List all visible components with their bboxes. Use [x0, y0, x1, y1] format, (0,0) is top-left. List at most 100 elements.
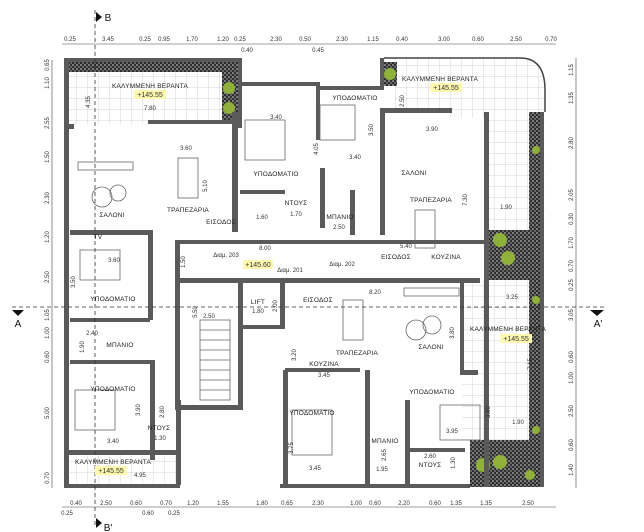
dimension-label: 1.70	[569, 237, 575, 249]
room-dim: 3.40	[107, 439, 119, 445]
room-dim: 3.90	[136, 404, 142, 416]
dimension-label: 0.60	[142, 511, 154, 517]
elevation-tag: +145.55	[433, 85, 459, 92]
dimension-label: 2.50	[100, 501, 112, 507]
room-dim: 3.20	[292, 349, 298, 361]
dimension-label: 1.35	[480, 501, 492, 507]
room-dim: 3.80	[450, 327, 456, 339]
elevation-tag: +145.55	[137, 92, 163, 99]
planting-beds	[68, 62, 543, 487]
room-dim: 1.80	[252, 309, 264, 315]
lift-label: LIFT	[251, 299, 265, 306]
room-label: ΕΙΣΟΔΟΣ	[303, 297, 333, 304]
room-dim: 1.70	[290, 212, 302, 218]
dimension-label: 0.60	[569, 439, 575, 451]
dimension-label: 1.20	[217, 37, 229, 43]
dimension-label: 1.20	[187, 501, 199, 507]
room-dim: 8.00	[259, 246, 271, 252]
room-label: ΣΑΛΟΝΙ	[418, 344, 443, 351]
dimension-lines	[51, 43, 577, 508]
dimension-label: 1.35	[450, 501, 462, 507]
room-label: ΥΠΟΔΟΜΑΤΙΟ	[289, 410, 334, 417]
room-dim: 8.20	[369, 290, 381, 296]
veranda-floors	[68, 58, 545, 483]
room-label: ΣΑΛΟΝΙ	[99, 212, 124, 219]
dimension-label: 0.25	[569, 279, 575, 291]
dimension-label: 1.00	[45, 327, 51, 339]
room-dim: 7.30	[463, 194, 469, 206]
room-dim: 2.65	[382, 449, 388, 461]
dimension-label: 1.35	[569, 92, 575, 104]
dimension-label: 0.25	[139, 37, 151, 43]
room-dim: 3.45	[318, 373, 330, 379]
dimension-label: 1.55	[217, 501, 229, 507]
dimension-label: 0.95	[158, 37, 170, 43]
dimension-label: 0.60	[569, 351, 575, 363]
room-label: ΝΤΟΥΣ	[419, 462, 442, 469]
room-label: ΥΠΟΔΟΜΑΤΙΟ	[253, 171, 298, 178]
dimension-label: 1.40	[569, 464, 575, 476]
room-dim: 3.40	[349, 155, 361, 161]
dimension-label: 0.25	[168, 511, 180, 517]
room-dim: 1.50	[181, 256, 187, 268]
dimension-label: 2.30	[45, 192, 51, 204]
dimension-label: 0.50	[299, 37, 311, 43]
elevation-tag: +145.55	[503, 336, 529, 343]
dimension-label: 1.05	[45, 309, 51, 321]
room-label: ΤΡΑΠΕΖΑΡΙΑ	[167, 207, 209, 214]
elevation-tag: +145.60	[245, 262, 271, 269]
dimension-label: 0.60	[429, 501, 441, 507]
room-label: ΥΠΟΔΟΜΑΤΙΟ	[409, 389, 454, 396]
room-label: ΥΠΟΔΟΜΑΤΙΟ	[90, 386, 135, 393]
dimension-label: 5.00	[45, 407, 51, 419]
room-dim: 3.90	[426, 127, 438, 133]
dimension-label: 0.65	[281, 501, 293, 507]
room-dim: 1.90	[500, 205, 512, 211]
dimension-label: 1.10	[45, 77, 51, 89]
room-dim: 5.10	[203, 180, 209, 192]
tv-label: TV	[94, 234, 103, 241]
dimension-label: 3.45	[102, 37, 114, 43]
room-dim: 3.95	[446, 429, 458, 435]
room-label: ΚΑΛΥΜΜΕΝΗ ΒΕΡΑΝΤΑ	[470, 326, 546, 333]
room-dim: 2.60	[424, 454, 436, 460]
dimension-label: 0.30	[569, 213, 575, 225]
dimension-label: 0.70	[545, 37, 557, 43]
section-arrow-icon	[96, 518, 102, 528]
dimension-label: 0.60	[45, 351, 51, 363]
room-dim: 1.60	[256, 215, 268, 221]
room-dim: 5.40	[400, 244, 412, 250]
dimension-label: 0.60	[130, 501, 142, 507]
dimension-label: 2.30	[312, 501, 324, 507]
room-dim: 4.95	[134, 473, 146, 479]
dimension-label: 0.65	[45, 59, 51, 71]
dimension-label: 1.15	[367, 37, 379, 43]
dimension-labels: 0.25 3.45 0.25 0.95 1.70 1.20 0.25 2.30 0.50 2.30…	[45, 37, 575, 517]
dimension-label: 1.00	[350, 501, 362, 507]
dimension-label: 0.25	[64, 37, 76, 43]
room-labels: ΚΑΛΥΜΜΕΝΗ ΒΕΡΑΝΤΑ +145.55 7.80 4.35 ΚΑΛΥ…	[71, 76, 546, 479]
room-dim: 3.50	[71, 276, 77, 288]
room-dim: 7.15	[528, 358, 534, 370]
dimension-label: 1.50	[45, 151, 51, 163]
room-label: ΥΠΟΔΟΜΑΤΙΟ	[90, 296, 135, 303]
section-markers: B B' A A'	[12, 10, 605, 532]
dimension-label: 3.05	[569, 309, 575, 321]
section-label-b-prime: B'	[104, 523, 113, 532]
room-dim: 1.90	[512, 420, 524, 426]
room-dim: 2.00	[273, 300, 279, 312]
room-label: ΕΙΣΟΔΟΣ	[381, 254, 411, 261]
elevation-tag: +145.55	[98, 468, 124, 475]
dimension-label: 1.15	[569, 64, 575, 76]
walls	[64, 57, 546, 488]
door-tag: Διαμ. 202	[329, 262, 355, 268]
dimension-label: 2.55	[45, 117, 51, 129]
dimension-label: 0.45	[312, 48, 324, 54]
dimension-label: 2.50	[522, 501, 534, 507]
section-label-a: A	[15, 319, 22, 330]
dimension-label: 0.40	[241, 48, 253, 54]
room-dim: 3.50	[369, 124, 375, 136]
dimension-label: 0.40	[396, 37, 408, 43]
door-tag: Διαμ. 203	[213, 253, 239, 259]
